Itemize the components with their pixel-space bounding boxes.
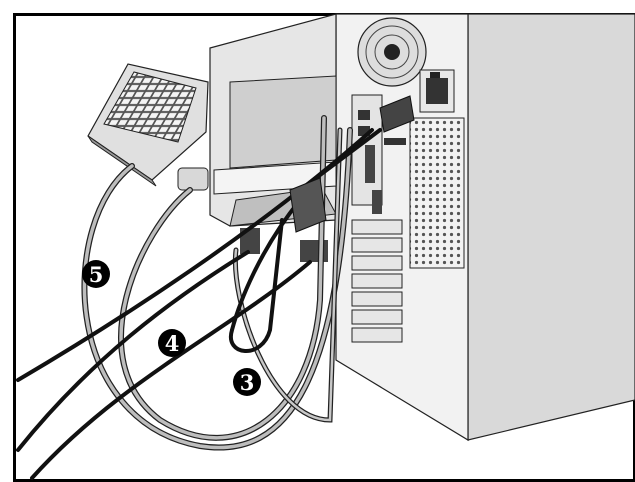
system-unit xyxy=(336,14,635,440)
callout-3: 3 xyxy=(233,368,261,396)
callout-5: 5 xyxy=(82,260,110,288)
callout-4-label: 4 xyxy=(165,331,180,356)
fan-icon xyxy=(358,18,426,86)
expansion-slots xyxy=(352,220,402,342)
vent-grille xyxy=(410,118,464,268)
callout-5-label: 5 xyxy=(89,262,104,287)
callout-4: 4 xyxy=(158,329,186,357)
power-connector xyxy=(420,70,454,112)
case-side-panel xyxy=(468,14,635,440)
keyboard-plug xyxy=(178,168,208,190)
callout-3-label: 3 xyxy=(240,370,255,395)
